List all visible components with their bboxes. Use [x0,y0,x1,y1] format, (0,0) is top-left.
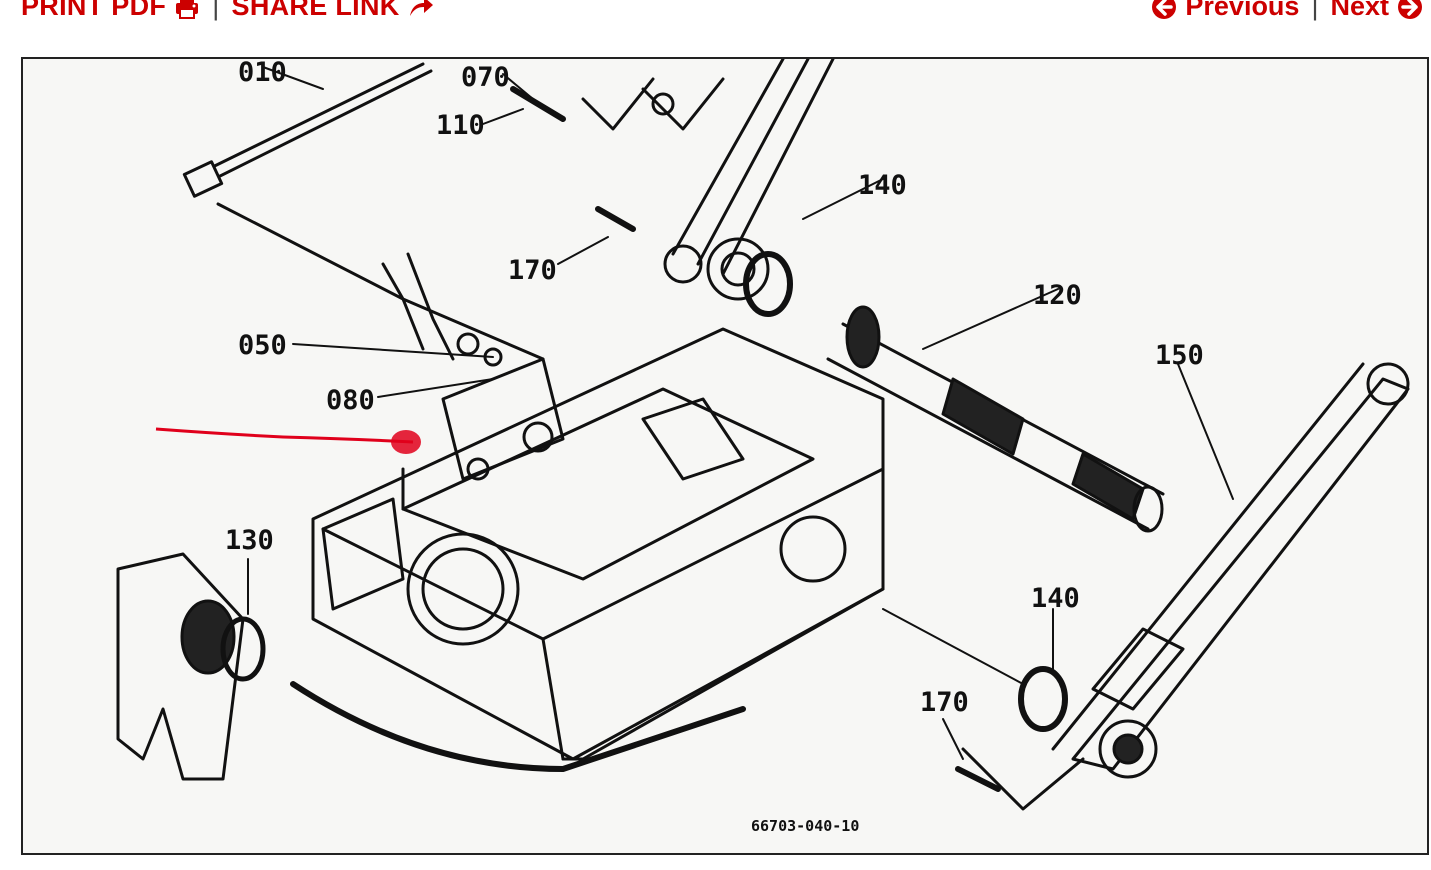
shaft-120 [826,305,1165,533]
lift-arm-130 [116,552,266,781]
red-annotation-mark [391,430,421,454]
share-link[interactable]: SHARE LINK [232,0,434,22]
toolbar-right: Previous | Next [1151,0,1423,22]
callout-130: 130 [225,525,274,556]
callout-140-top: 140 [858,170,907,201]
callout-110: 110 [436,110,485,141]
callout-170-top: 170 [508,255,557,286]
previous-link[interactable]: Previous [1151,0,1299,22]
top-toolbar: PRINT PDF | SHARE LINK Previous [0,0,1431,40]
callout-170-bottom: 170 [920,687,969,718]
circle-arrow-right-icon [1398,0,1422,19]
share-link-label: SHARE LINK [231,0,400,21]
callout-050: 050 [238,330,287,361]
rod-010 [186,62,425,181]
circle-arrow-left-icon [1152,0,1177,19]
toolbar-left: PRINT PDF | SHARE LINK [21,0,434,22]
hydraulic-housing [311,252,885,761]
callout-080: 080 [326,385,375,416]
next-label: Next [1330,0,1389,21]
print-pdf-link[interactable]: PRINT PDF [21,0,200,22]
callout-120: 120 [1033,280,1082,311]
exploded-view-drawing: 010 070 110 140 170 120 050 080 150 130 … [116,59,1410,835]
red-annotation-line [155,427,414,444]
callout-010: 010 [238,59,287,88]
separator: | [1311,0,1319,21]
printer-icon [176,0,199,19]
callout-150: 150 [1155,340,1204,371]
parts-diagram: 010 070 110 140 170 120 050 080 150 130 … [21,57,1429,855]
ring-140-bottom [1018,666,1068,732]
ring-140-top [743,251,793,317]
callout-070: 070 [461,62,510,93]
next-link[interactable]: Next [1330,0,1423,22]
previous-label: Previous [1185,0,1300,21]
share-arrow-icon [409,0,433,16]
separator: | [212,0,220,21]
callout-140-bottom: 140 [1031,583,1080,614]
lift-arm-150 [1051,362,1410,779]
print-pdf-label: PRINT PDF [21,0,167,21]
part-number: 66703-040-10 [751,817,859,835]
